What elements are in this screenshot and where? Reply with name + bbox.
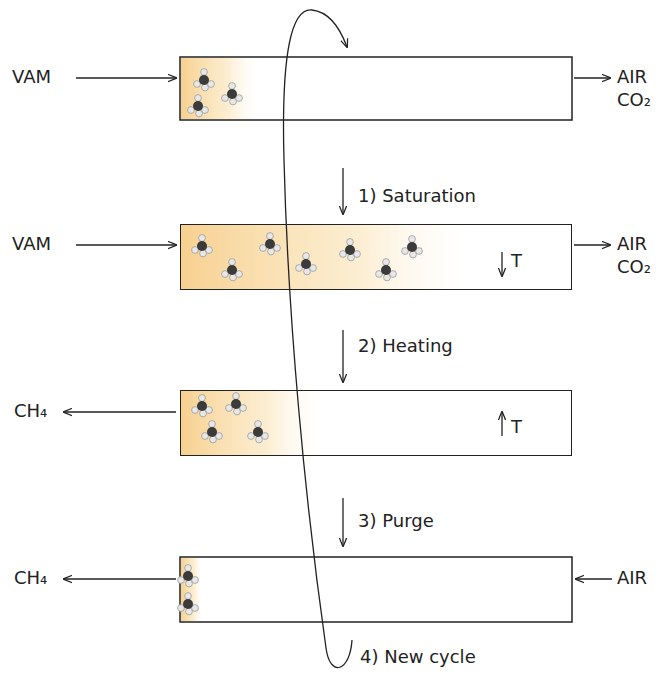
methane-molecule <box>222 83 243 105</box>
flow-label: AIR <box>617 67 647 87</box>
methane-molecule <box>248 421 269 443</box>
flow-label: AIR <box>617 234 647 254</box>
methane-molecule <box>340 239 361 261</box>
methane-molecule <box>376 259 397 281</box>
methane-molecule <box>188 95 209 117</box>
flow-label: VAM <box>12 67 51 87</box>
methane-molecule <box>194 69 215 91</box>
methane-molecule <box>192 235 213 257</box>
bed-box <box>180 557 572 622</box>
adsorbed-zone <box>181 558 203 621</box>
step-label: 3) Purge <box>358 511 434 531</box>
adsorbed-zone <box>181 391 326 455</box>
bed-box <box>180 57 572 120</box>
methane-molecule <box>222 259 243 281</box>
step-label: 2) Heating <box>358 336 453 356</box>
methane-molecule <box>178 565 199 587</box>
flow-arrow <box>64 411 176 412</box>
flow-label: CO₂ <box>617 90 651 110</box>
step-arrow <box>342 498 343 546</box>
flow-arrow <box>76 77 176 78</box>
methane-molecule <box>226 393 247 415</box>
flow-arrow <box>76 244 176 245</box>
temperature-label: T <box>511 417 522 437</box>
adsorbed-zone <box>181 225 481 289</box>
adsorbed-zone <box>181 58 261 119</box>
temperature-arrow <box>501 412 502 436</box>
step-label: 1) Saturation <box>358 186 476 206</box>
temperature-arrow <box>501 252 502 276</box>
methane-molecule <box>260 233 281 255</box>
flow-arrow <box>574 244 610 245</box>
flow-label: CH₄ <box>14 401 47 421</box>
step-arrow <box>342 168 343 214</box>
methane-molecule <box>296 253 317 275</box>
methane-molecule <box>178 593 199 615</box>
flow-label: AIR <box>617 568 647 588</box>
flow-arrow <box>576 578 612 579</box>
adsorbent-bed: T <box>180 390 572 456</box>
flow-label: VAM <box>12 234 51 254</box>
flow-arrow <box>64 578 176 579</box>
adsorbent-bed: T <box>180 224 572 290</box>
step-arrow <box>342 330 343 382</box>
methane-molecule <box>402 236 423 258</box>
flow-label: CH₄ <box>14 568 47 588</box>
temperature-label: T <box>511 251 522 271</box>
cycle-loop <box>284 10 352 668</box>
methane-molecule <box>192 395 213 417</box>
step-label: 4) New cycle <box>360 647 476 667</box>
methane-molecule <box>202 421 223 443</box>
flow-label: CO₂ <box>617 257 651 277</box>
flow-arrow <box>574 77 610 78</box>
